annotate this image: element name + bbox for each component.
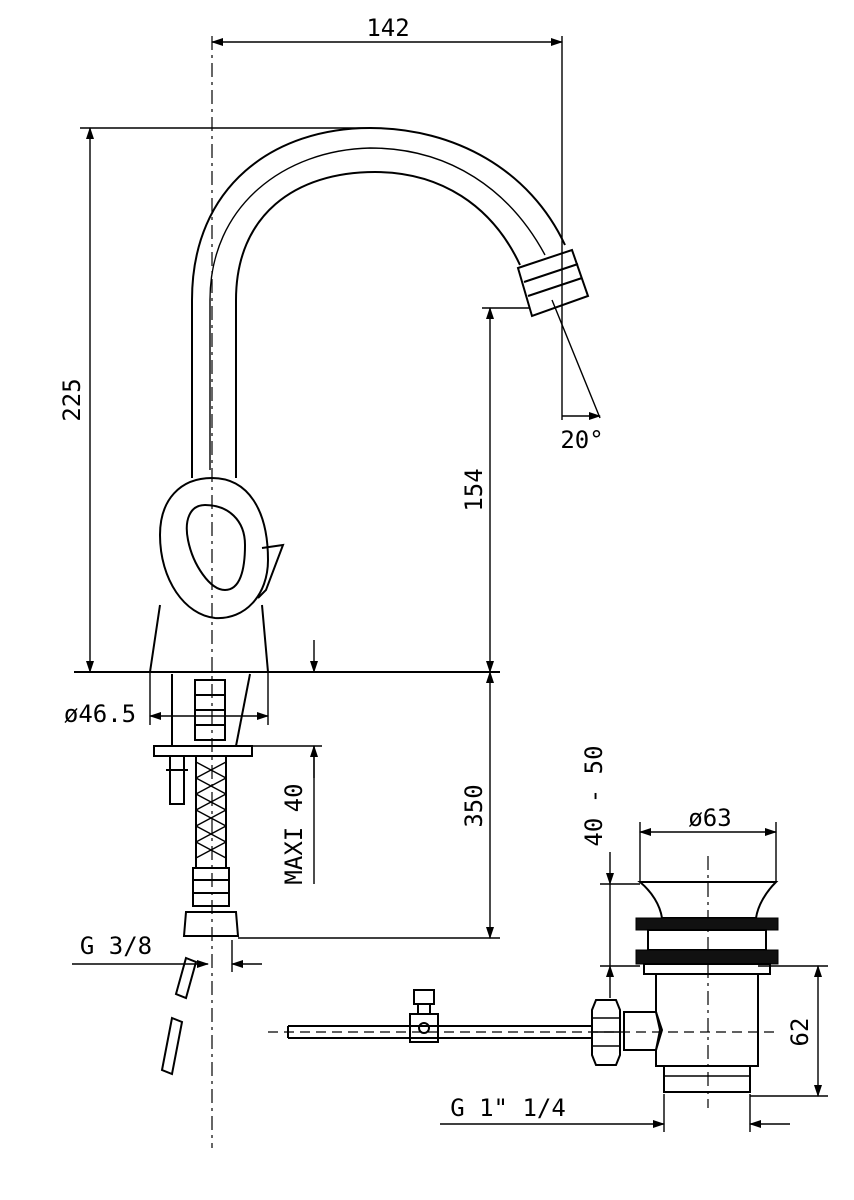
rod-clamp	[409, 989, 439, 1043]
spout-outer-profile	[191, 126, 566, 478]
waste-gasket-top	[635, 917, 779, 931]
fixing-assembly	[153, 673, 253, 805]
dim-tap-height: 225	[58, 378, 86, 421]
aerator	[516, 248, 590, 318]
mixer-tap	[74, 36, 590, 1148]
dim-spout-reach: 142	[366, 14, 409, 42]
body-ring	[158, 476, 270, 620]
dim-hose-length: 350	[460, 784, 488, 827]
dim-spout-outlet-height: 154	[460, 468, 488, 511]
spout-highlight	[209, 147, 546, 470]
hose-stubs	[160, 956, 198, 1076]
braided-hose	[182, 755, 240, 937]
waste-tail	[663, 1065, 751, 1093]
spout-inner-profile	[235, 170, 521, 478]
dim-basin-hole-thickness: 40 - 50	[580, 745, 608, 846]
pop-up-waste	[268, 856, 780, 1108]
body-base	[148, 604, 270, 673]
lever-handle	[257, 543, 285, 599]
dim-deck-max-thickness: MAXI 40	[280, 783, 308, 884]
tap-body	[148, 476, 285, 673]
dim-hose-thread: G 3/8	[80, 932, 152, 960]
dim-waste-height: 62	[786, 1018, 814, 1047]
lever-inner	[185, 503, 247, 592]
dim-spout-angle: 20°	[560, 426, 603, 454]
dim-base-diameter: ø46.5	[64, 700, 136, 728]
waste-dimensions: 40 - 50 ø63 62 G 1" 1/4	[440, 745, 828, 1132]
tap-dimensions: 142 225 20° 154 ø46.5 MAXI 40 350 G	[58, 14, 604, 972]
waste-body	[655, 974, 759, 1067]
waste-gasket-bottom	[635, 949, 779, 965]
dim-waste-thread: G 1" 1/4	[450, 1094, 566, 1122]
dim-waste-diameter: ø63	[688, 804, 731, 832]
